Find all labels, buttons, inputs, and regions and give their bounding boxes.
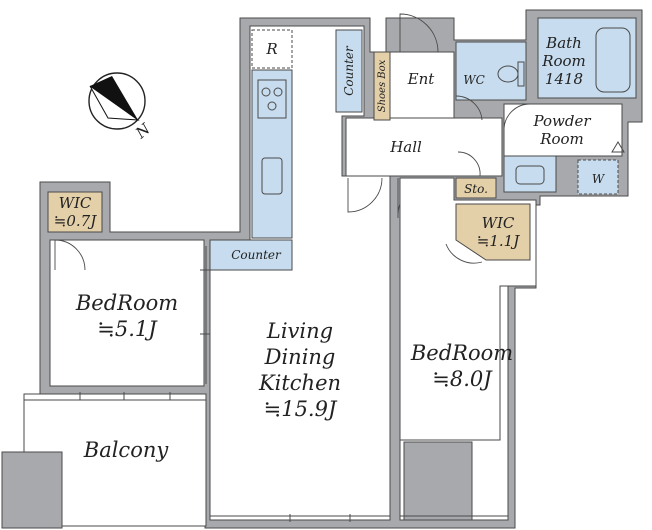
- bathtub: [595, 27, 631, 93]
- ldk: R Counter Counter Living Dining Kitchen …: [209, 25, 391, 522]
- refrigerator-label: R: [265, 40, 277, 58]
- ldk-label-3: Kitchen: [258, 371, 341, 395]
- north-arrow-icon: [90, 76, 138, 120]
- wc-label: WC: [463, 73, 485, 87]
- bathroom-label-2: Room: [541, 52, 586, 70]
- wic-east: WIC ≒1.1J: [445, 203, 531, 264]
- bedroom-west: BedRoom ≒5.1J: [49, 239, 210, 400]
- ldk-label-2: Dining: [264, 345, 336, 369]
- bathroom-label-1: Bath: [545, 34, 582, 52]
- wic-west-size: ≒0.7J: [54, 212, 97, 230]
- counter-hall-side-label: Counter: [342, 45, 356, 96]
- counter-bedroom-side-label: Counter: [231, 248, 282, 262]
- wic-east-door[interactable]: [445, 243, 483, 264]
- entrance-label: Ent: [407, 70, 436, 88]
- ldk-size: ≒15.9J: [264, 397, 338, 421]
- ldk-door[interactable]: [347, 177, 383, 213]
- hall-label: Hall: [389, 138, 422, 156]
- bedroom-west-size: ≒5.1J: [97, 317, 158, 341]
- hall: Hall: [345, 117, 503, 219]
- cooktop: [257, 79, 287, 119]
- shoes-box-label: Shoes Box: [377, 59, 388, 112]
- bedroom-west-door[interactable]: [54, 239, 86, 271]
- bathroom: Bath Room 1418: [537, 17, 637, 99]
- powder-room-label-1: Powder: [532, 112, 591, 130]
- powder-room-label-2: Room: [539, 130, 584, 148]
- bedroom-east-label: BedRoom: [410, 341, 513, 365]
- wic-east-size: ≒1.1J: [477, 232, 520, 250]
- entrance: Shoes Box Ent: [373, 13, 455, 121]
- sto-door[interactable]: [457, 151, 481, 177]
- balcony: Balcony: [1, 393, 207, 529]
- washer-label: W: [592, 172, 606, 186]
- powder-room-door[interactable]: [503, 103, 531, 131]
- storage-label: Sto.: [464, 182, 488, 196]
- bathroom-label-3: 1418: [545, 70, 583, 88]
- entrance-door[interactable]: [399, 13, 439, 53]
- balcony-label: Balcony: [83, 438, 170, 462]
- powder-room: W Powder Room: [503, 103, 625, 195]
- ldk-label-1: Living: [266, 319, 333, 343]
- washbasin: [515, 165, 545, 185]
- compass: N: [88, 72, 154, 143]
- refrigerator: [251, 29, 293, 69]
- wic-east-label: WIC: [482, 214, 515, 232]
- storage: Sto.: [455, 177, 497, 199]
- bedroom-east-size: ≒8.0J: [432, 367, 493, 391]
- bedroom-west-label: BedRoom: [75, 291, 178, 315]
- wic-west: WIC ≒0.7J: [47, 191, 103, 233]
- wc-door[interactable]: [455, 95, 483, 121]
- wc: WC: [455, 41, 527, 121]
- wic-west-label: WIC: [59, 194, 92, 212]
- kitchen-sink: [261, 157, 283, 195]
